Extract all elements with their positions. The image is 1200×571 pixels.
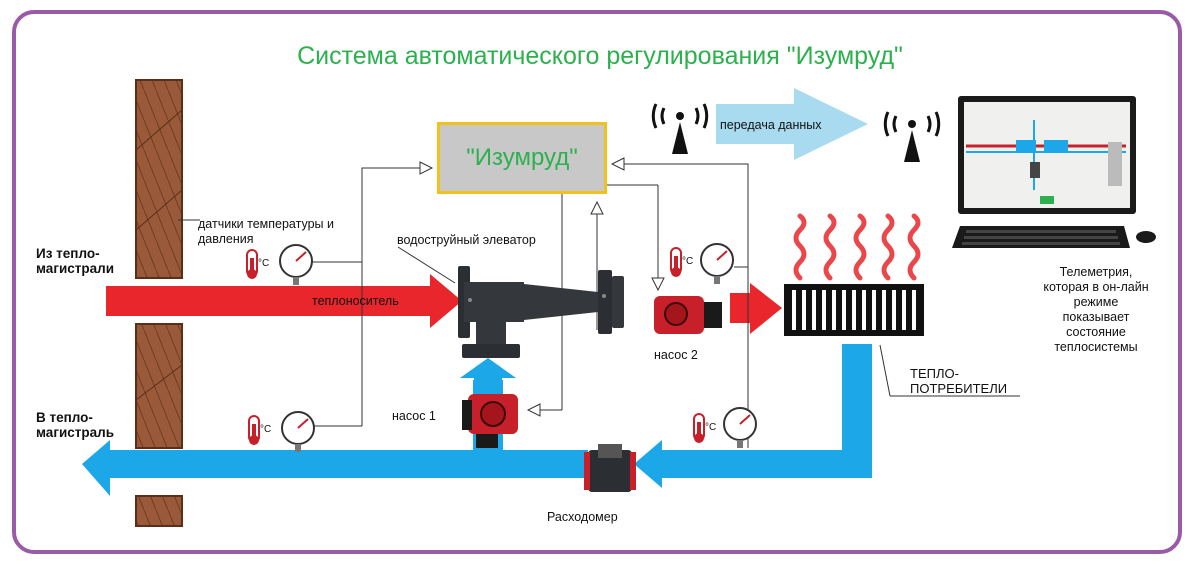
label-elevator: водоструйный элеватор [397,233,536,247]
controller-izumrud: "Изумруд" [437,122,607,194]
label-sensors: датчики температуры и давления [198,217,334,246]
signal-lines [178,157,1020,448]
antenna-icon [883,111,941,162]
heat-waves [793,213,921,281]
label-telemetry: Телеметрия, которая в он-лайн режиме пок… [1043,265,1149,354]
thermometer-icon [670,247,682,277]
label-coolant: теплоноситель [312,294,399,308]
pressure-gauge-icon [723,407,757,448]
radiator [784,284,924,336]
degree-label: °С [258,258,270,269]
pump-2 [654,296,722,334]
thermometer-icon [248,415,260,445]
pressure-gauge-icon [281,411,315,452]
label-flowmeter: Расходомер [547,510,618,524]
data-transfer-arrow [716,88,868,160]
wall-upper [135,79,183,279]
flowmeter [584,444,636,492]
label-data-transfer: передача данных [720,118,822,132]
label-from-main: Из тепло- магистрали [36,246,114,276]
label-pump-2: насос 2 [654,348,698,362]
degree-label: °С [260,424,272,435]
thermometer-icon [693,413,705,443]
thermometer-icon [246,249,258,279]
monitor-icon [958,96,1136,214]
label-pump-1: насос 1 [392,409,436,423]
degree-label: °С [682,256,694,267]
label-consumers: ТЕПЛО- ПОТРЕБИТЕЛИ [910,366,1008,396]
pump-1 [462,394,518,448]
diagram-title: Система автоматического регулирования "И… [297,42,903,70]
antenna-icon [651,103,709,154]
water-jet-elevator [458,266,624,358]
degree-label: °С [705,422,717,433]
wall-bottom [135,495,183,527]
outer-frame [12,10,1182,554]
pressure-gauge-icon [279,244,313,285]
keyboard-icon [952,226,1156,248]
supply-pipe [106,274,782,334]
label-to-main: В тепло- магистраль [36,410,114,440]
wall-lower [135,323,183,449]
pressure-gauge-icon [700,243,734,284]
